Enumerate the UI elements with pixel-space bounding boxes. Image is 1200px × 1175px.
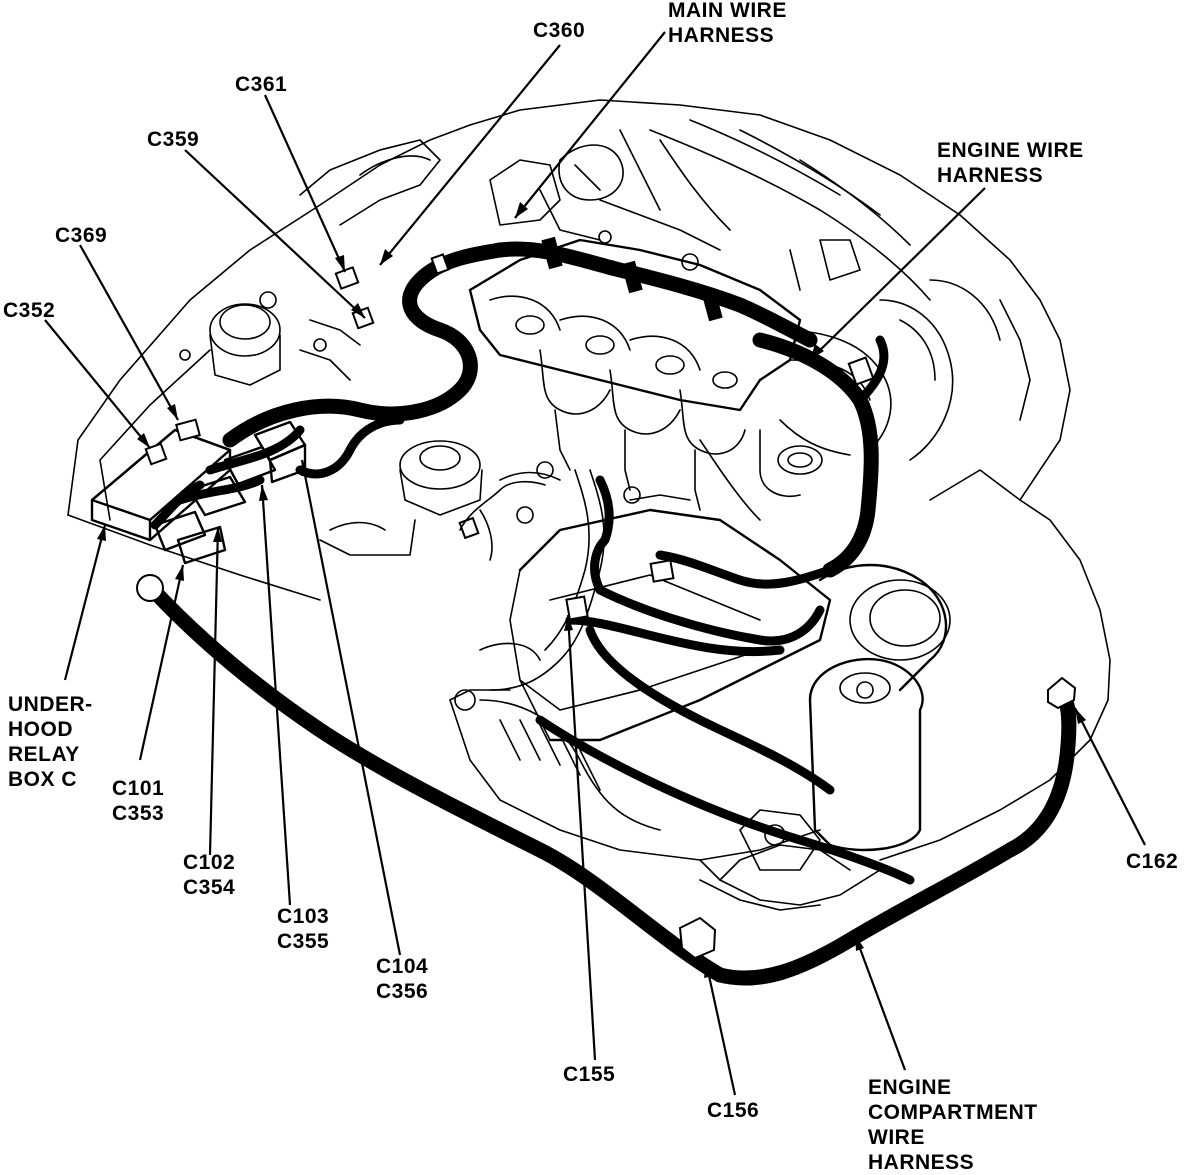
main-wire-harness-line-2: HARNESS: [668, 24, 775, 47]
c353-label: C353: [112, 802, 165, 825]
engine-bay-outline: [67, 99, 1111, 906]
engine-wire-harness-line-1: ENGINE WIRE: [937, 139, 1084, 162]
c361-label: C361: [235, 73, 288, 96]
under-hood-relay-box-line-4: BOX C: [8, 768, 78, 791]
engine-compartment-harness-line-4: HARNESS: [868, 1151, 975, 1174]
main-wire-harness-label: MAIN WIRE HARNESS: [668, 0, 787, 48]
c356-label: C356: [376, 980, 429, 1003]
engine-compartment-wire-harness-label: ENGINE COMPARTMENT WIRE HARNESS: [868, 1075, 1038, 1175]
air-cleaner-box: [454, 461, 951, 911]
c162-label: C162: [1126, 850, 1179, 873]
c352-label: C352: [3, 299, 56, 322]
engine-compartment-harness-line-2: COMPARTMENT: [868, 1101, 1038, 1124]
under-hood-relay-box-line-1: UNDER-: [8, 693, 93, 716]
c104-c356-label: C104 C356: [376, 954, 428, 1004]
main-wire-harness-line-1: MAIN WIRE: [668, 0, 787, 22]
under-hood-relay-box-line-3: RELAY: [8, 743, 80, 766]
c103-label: C103: [277, 905, 330, 928]
engine-wire-harness-line-2: HARNESS: [937, 164, 1044, 187]
c102-label: C102: [183, 851, 236, 874]
c359-label: C359: [147, 128, 200, 151]
c369-label: C369: [55, 224, 108, 247]
c101-c353-label: C101 C353: [112, 776, 164, 826]
under-hood-relay-box-line-2: HOOD: [8, 718, 73, 741]
c104-label: C104: [376, 955, 429, 978]
wire-harness-main: [150, 236, 889, 795]
engine-compartment-harness-line-1: ENGINE: [868, 1076, 952, 1099]
c101-label: C101: [112, 777, 165, 800]
engine-wire-harness-label: ENGINE WIRE HARNESS: [937, 138, 1084, 188]
engine-compartment-harness: [136, 574, 1077, 986]
c155-label: C155: [563, 1063, 616, 1086]
leader-lines: [44, 31, 1146, 1096]
c102-c354-label: C102 C354: [183, 850, 235, 900]
c156-label: C156: [707, 1099, 760, 1122]
c360-label: C360: [533, 19, 586, 42]
engine-compartment-harness-line-3: WIRE: [868, 1126, 925, 1149]
c355-label: C355: [277, 930, 330, 953]
c354-label: C354: [183, 876, 236, 899]
c103-c355-label: C103 C355: [277, 904, 329, 954]
under-hood-relay-box-label: UNDER- HOOD RELAY BOX C: [8, 692, 93, 792]
